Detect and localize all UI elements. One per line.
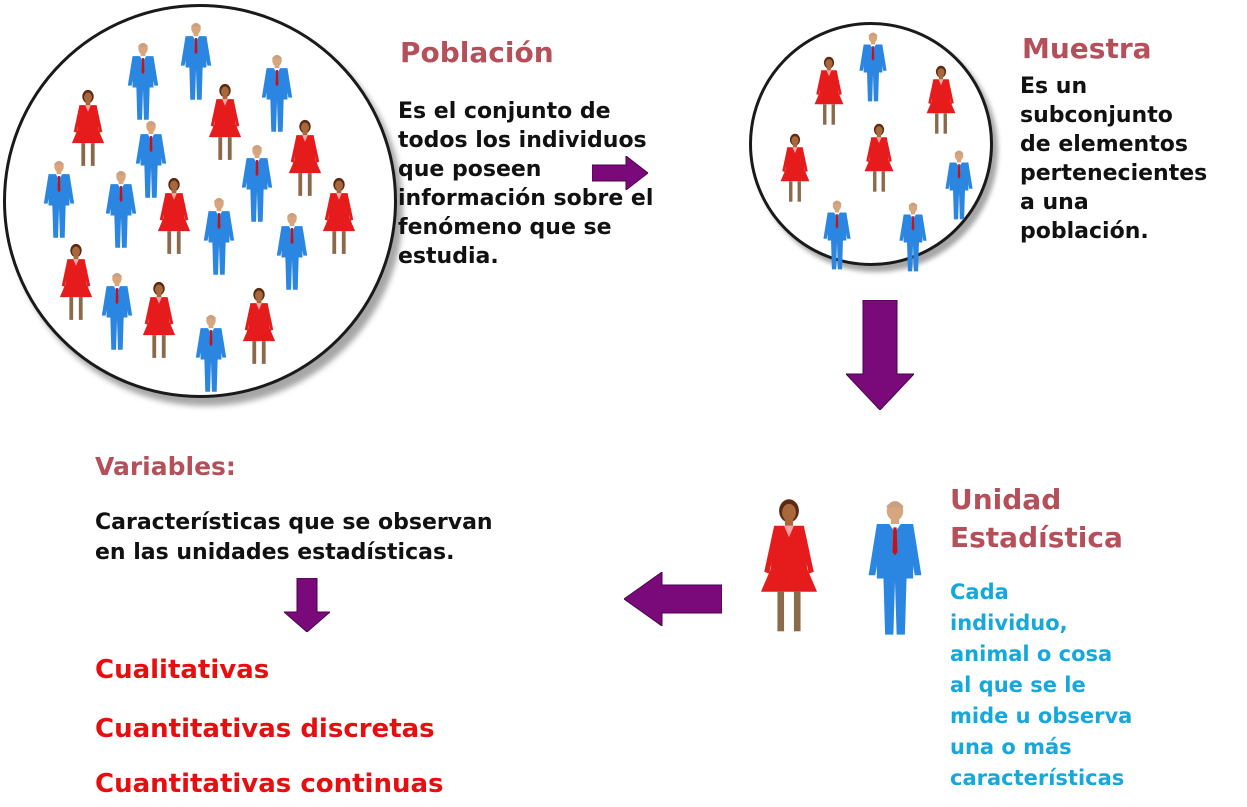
unidad-title-line: Estadística (950, 521, 1123, 554)
man-figure-icon (868, 500, 922, 635)
unidad-line: animal o cosa (950, 642, 1113, 666)
unidad-line: características (950, 766, 1125, 790)
unidad-line: Cada (950, 580, 1009, 604)
woman-figure-icon (208, 83, 242, 160)
man-figure-icon (101, 272, 133, 350)
woman-figure-icon (780, 133, 810, 202)
woman-figure-icon (157, 177, 191, 254)
woman-figure-icon (71, 89, 105, 166)
man-figure-icon (241, 144, 273, 222)
arrow-down-icon (846, 300, 914, 410)
variable-type-cuantitativas-discretas: Cuantitativas discretas (95, 714, 435, 744)
woman-figure-icon (322, 177, 356, 254)
woman-figure-icon (142, 281, 176, 358)
man-figure-icon (823, 200, 851, 270)
muestra-line: pertenecientes (1020, 161, 1208, 186)
muestra-line: a una (1020, 190, 1089, 215)
woman-figure-icon (59, 243, 93, 320)
unidad-title-line: Unidad (950, 483, 1062, 516)
unidad-line: mide u observa (950, 704, 1133, 728)
man-figure-icon (43, 160, 75, 238)
poblacion-line: Es el conjunto de (398, 99, 611, 124)
variables-description: Características que se observan en las u… (95, 508, 493, 568)
variable-type-cuantitativas-continuas: Cuantitativas continuas (95, 769, 444, 799)
unidad-line: al que se le (950, 673, 1086, 697)
muestra-title: Muestra (1022, 32, 1152, 65)
man-figure-icon (899, 202, 927, 272)
muestra-description: Es un subconjunto de elementos perteneci… (1020, 72, 1207, 246)
man-figure-icon (261, 54, 293, 132)
woman-figure-icon (288, 119, 322, 196)
woman-figure-icon (242, 287, 276, 364)
muestra-line: población. (1020, 219, 1149, 244)
muestra-line: de elementos (1020, 132, 1188, 157)
man-figure-icon (203, 197, 235, 275)
woman-figure-icon (864, 123, 894, 192)
variable-type-cualitativas: Cualitativas (95, 655, 270, 685)
poblacion-title: Población (400, 36, 554, 69)
arrow-right-icon (592, 156, 648, 190)
man-figure-icon (135, 120, 167, 198)
poblacion-line: estudia. (398, 244, 499, 269)
unidad-line: una o más (950, 735, 1072, 759)
unidad-description: Cada individuo, animal o cosa al que se … (950, 577, 1132, 794)
woman-figure-icon (814, 56, 844, 125)
man-figure-icon (859, 32, 887, 102)
arrow-down-icon (284, 578, 330, 632)
variables-line: Características que se observan (95, 510, 493, 535)
woman-figure-icon (926, 65, 956, 134)
man-figure-icon (276, 212, 308, 290)
poblacion-description: Es el conjunto de todos los individuos q… (398, 97, 653, 271)
muestra-line: Es un (1020, 74, 1088, 99)
unidad-title: Unidad Estadística (950, 481, 1123, 557)
poblacion-line: todos los individuos (398, 128, 647, 153)
arrow-left-icon (624, 572, 722, 626)
woman-figure-icon (760, 499, 818, 632)
variables-line: en las unidades estadísticas. (95, 540, 455, 565)
poblacion-line: información sobre el (398, 186, 654, 211)
variables-title: Variables: (95, 452, 236, 481)
poblacion-line: que poseen (398, 157, 542, 182)
man-figure-icon (945, 150, 973, 220)
unidad-line: individuo, (950, 611, 1068, 635)
man-figure-icon (195, 314, 227, 392)
man-figure-icon (127, 42, 159, 120)
man-figure-icon (180, 22, 212, 100)
man-figure-icon (105, 170, 137, 248)
poblacion-line: fenómeno que se (398, 215, 612, 240)
muestra-line: subconjunto (1020, 103, 1173, 128)
